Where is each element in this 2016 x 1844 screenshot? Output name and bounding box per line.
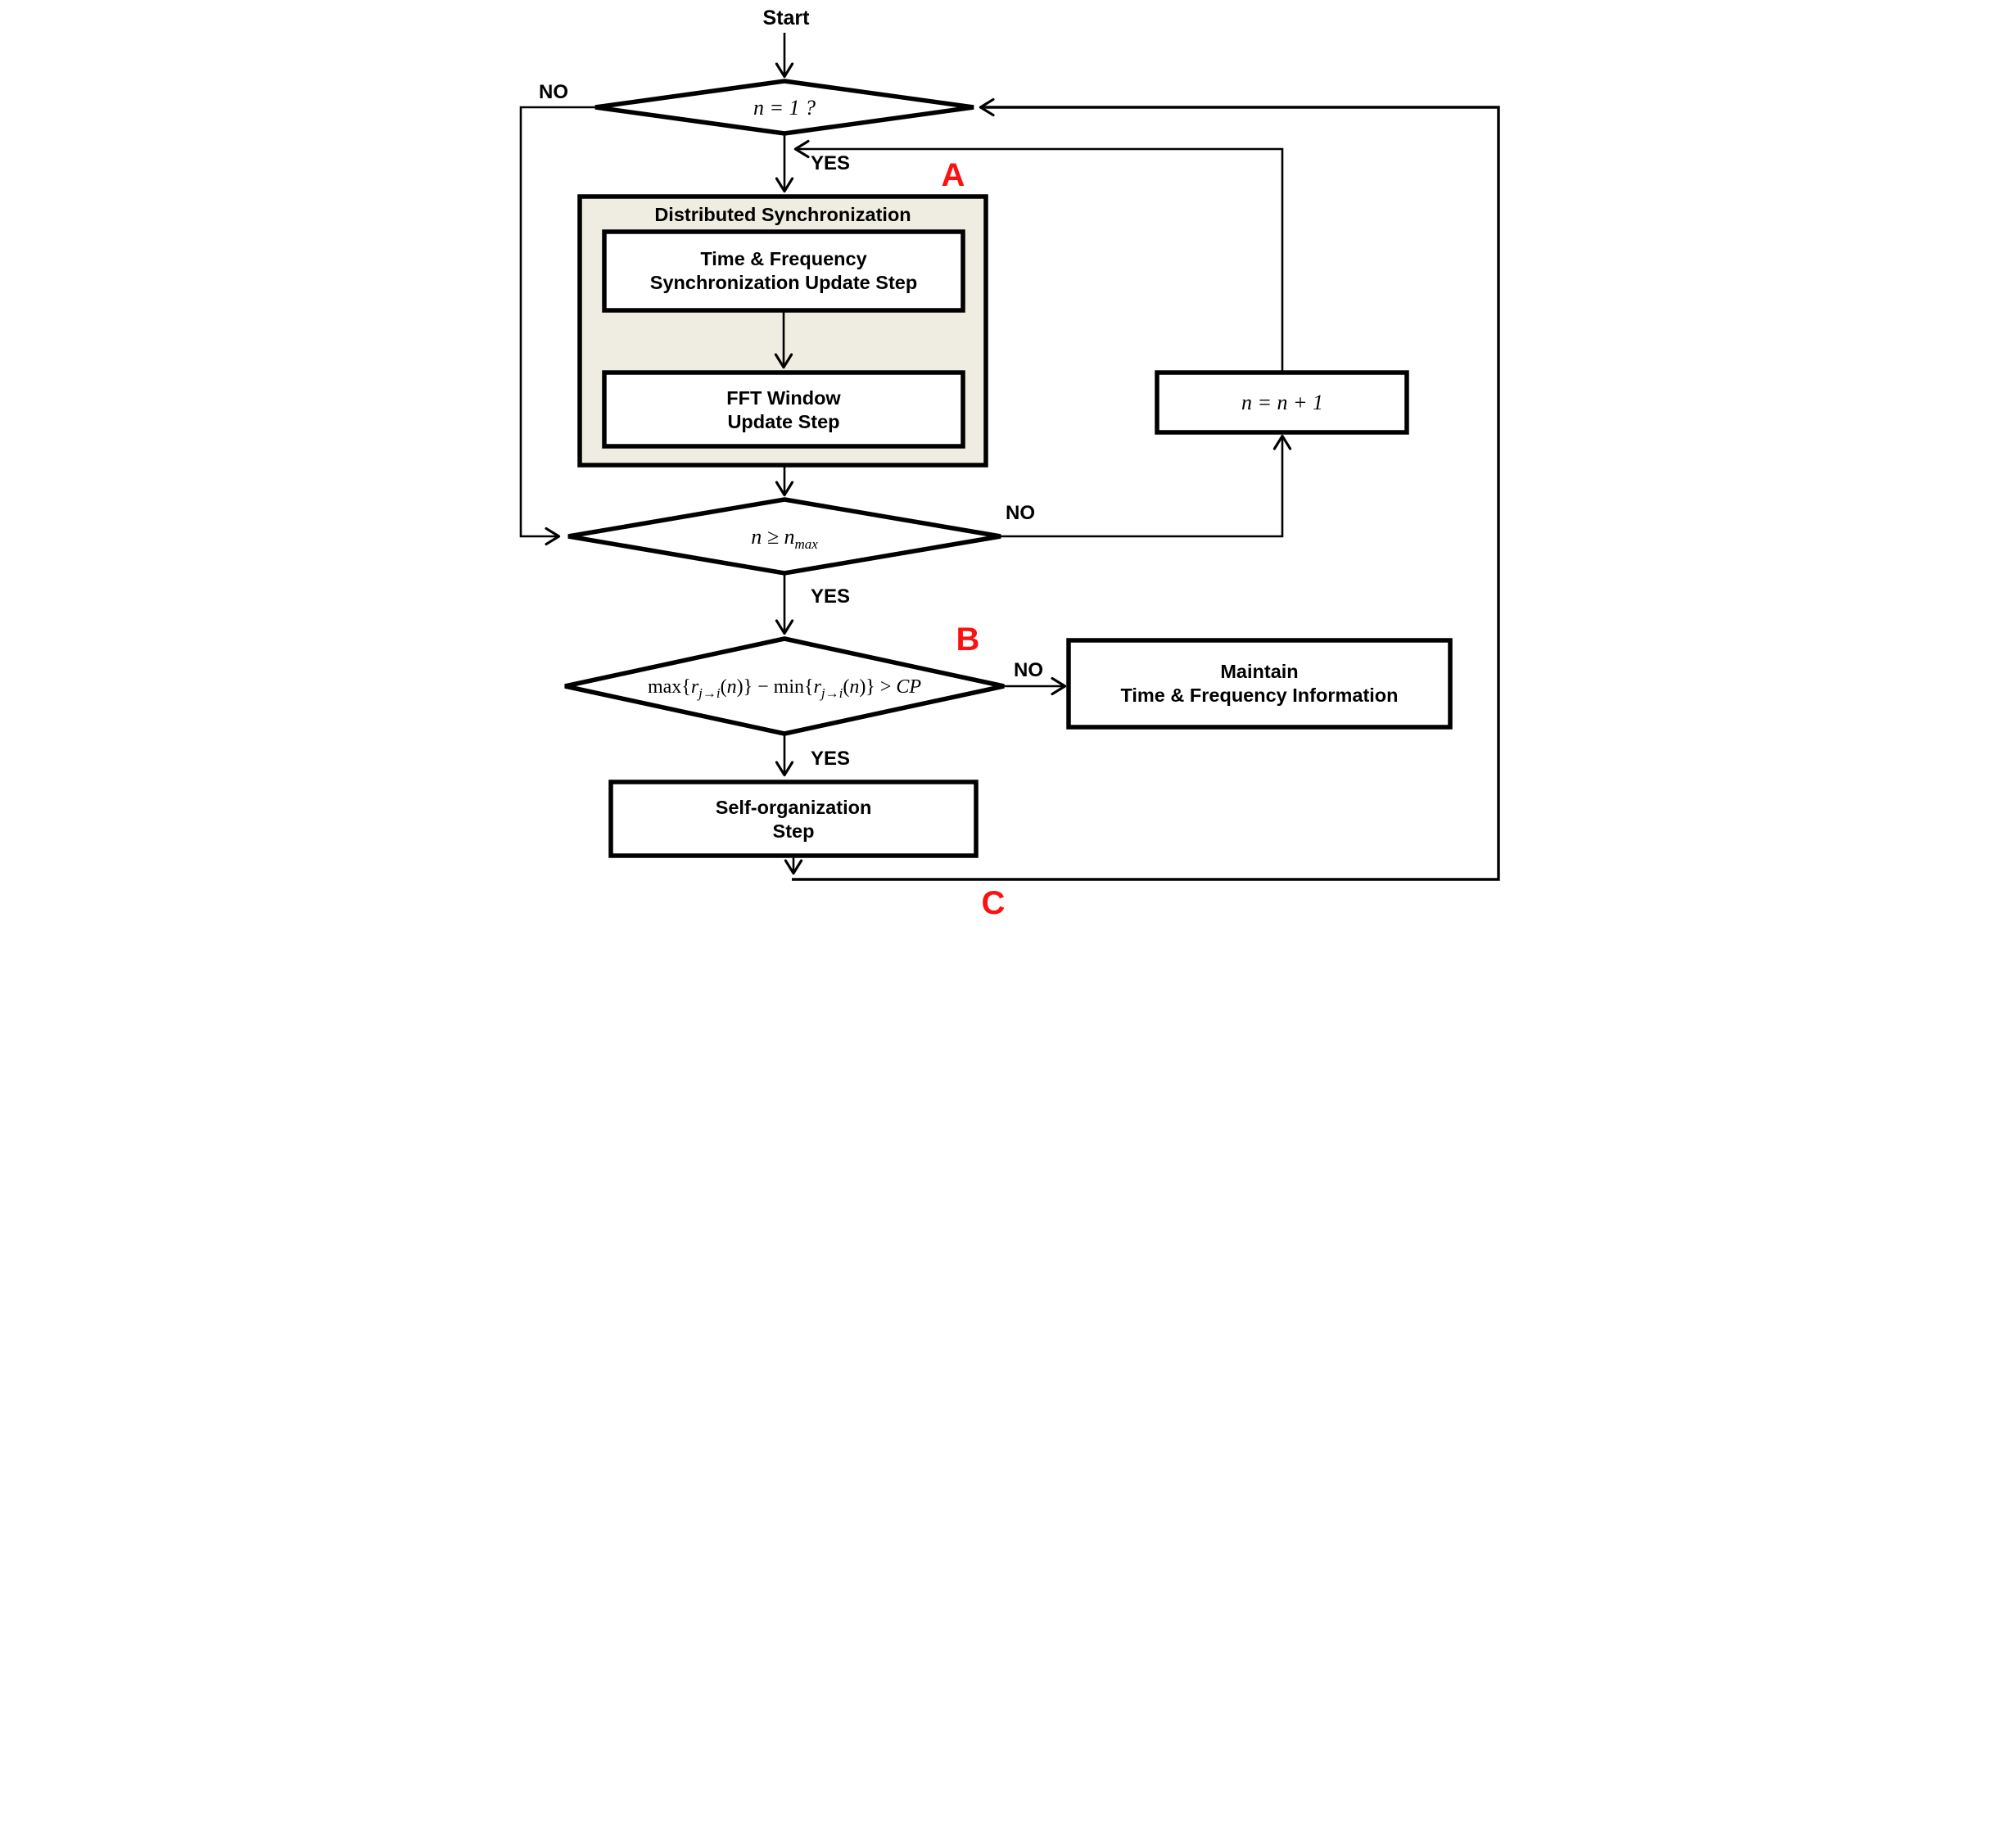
flowchart-canvas: Start NO n = 1 ? YES A Distributed Synch…	[504, 0, 1512, 922]
edge-increment-loop	[793, 139, 1283, 373]
fft-update-line2: Update Step	[727, 411, 839, 432]
maintain-line1: Maintain	[1220, 661, 1298, 682]
flowchart-page: Start NO n = 1 ? YES A Distributed Synch…	[504, 0, 1512, 922]
edge-c-loop	[791, 97, 1500, 881]
group-title: Distributed Synchronization	[654, 204, 911, 225]
selforg-line2: Step	[772, 820, 814, 842]
marker-c-label: C	[981, 885, 1005, 921]
increment-label: n = n + 1	[1241, 391, 1322, 414]
decision-cp-label: max{rj→i(n)} − min{rj→i(n)} > CP	[647, 676, 920, 701]
sync-update-box	[601, 229, 965, 313]
nmax-yes-label: YES	[811, 585, 850, 608]
fft-update-box	[601, 370, 965, 449]
marker-a-label: A	[941, 157, 965, 193]
marker-b-label: B	[956, 621, 979, 658]
n1-yes-label: YES	[811, 152, 850, 174]
decision-n1-label: n = 1 ?	[753, 96, 815, 120]
cp-yes-label: YES	[811, 748, 850, 770]
n1-no-label: NO	[539, 81, 568, 103]
start-label: Start	[762, 7, 810, 29]
selforg-line1: Self-organization	[715, 797, 871, 818]
selforg-box	[608, 780, 979, 858]
increment-box	[1154, 370, 1409, 435]
cp-no-label: NO	[1014, 659, 1043, 681]
edge-nmax-no-to-increment	[1000, 434, 1291, 538]
edge-n1-no-loop	[519, 106, 595, 546]
sync-update-line1: Time & Frequency	[700, 248, 866, 269]
fft-update-line1: FFT Window	[726, 387, 841, 409]
decision-nmax-label: n ≥ nmax	[751, 525, 818, 552]
maintain-box	[1065, 638, 1453, 730]
maintain-line2: Time & Frequency Information	[1120, 685, 1398, 706]
nmax-no-label: NO	[1006, 502, 1035, 524]
sync-update-line2: Synchronization Update Step	[649, 272, 916, 293]
